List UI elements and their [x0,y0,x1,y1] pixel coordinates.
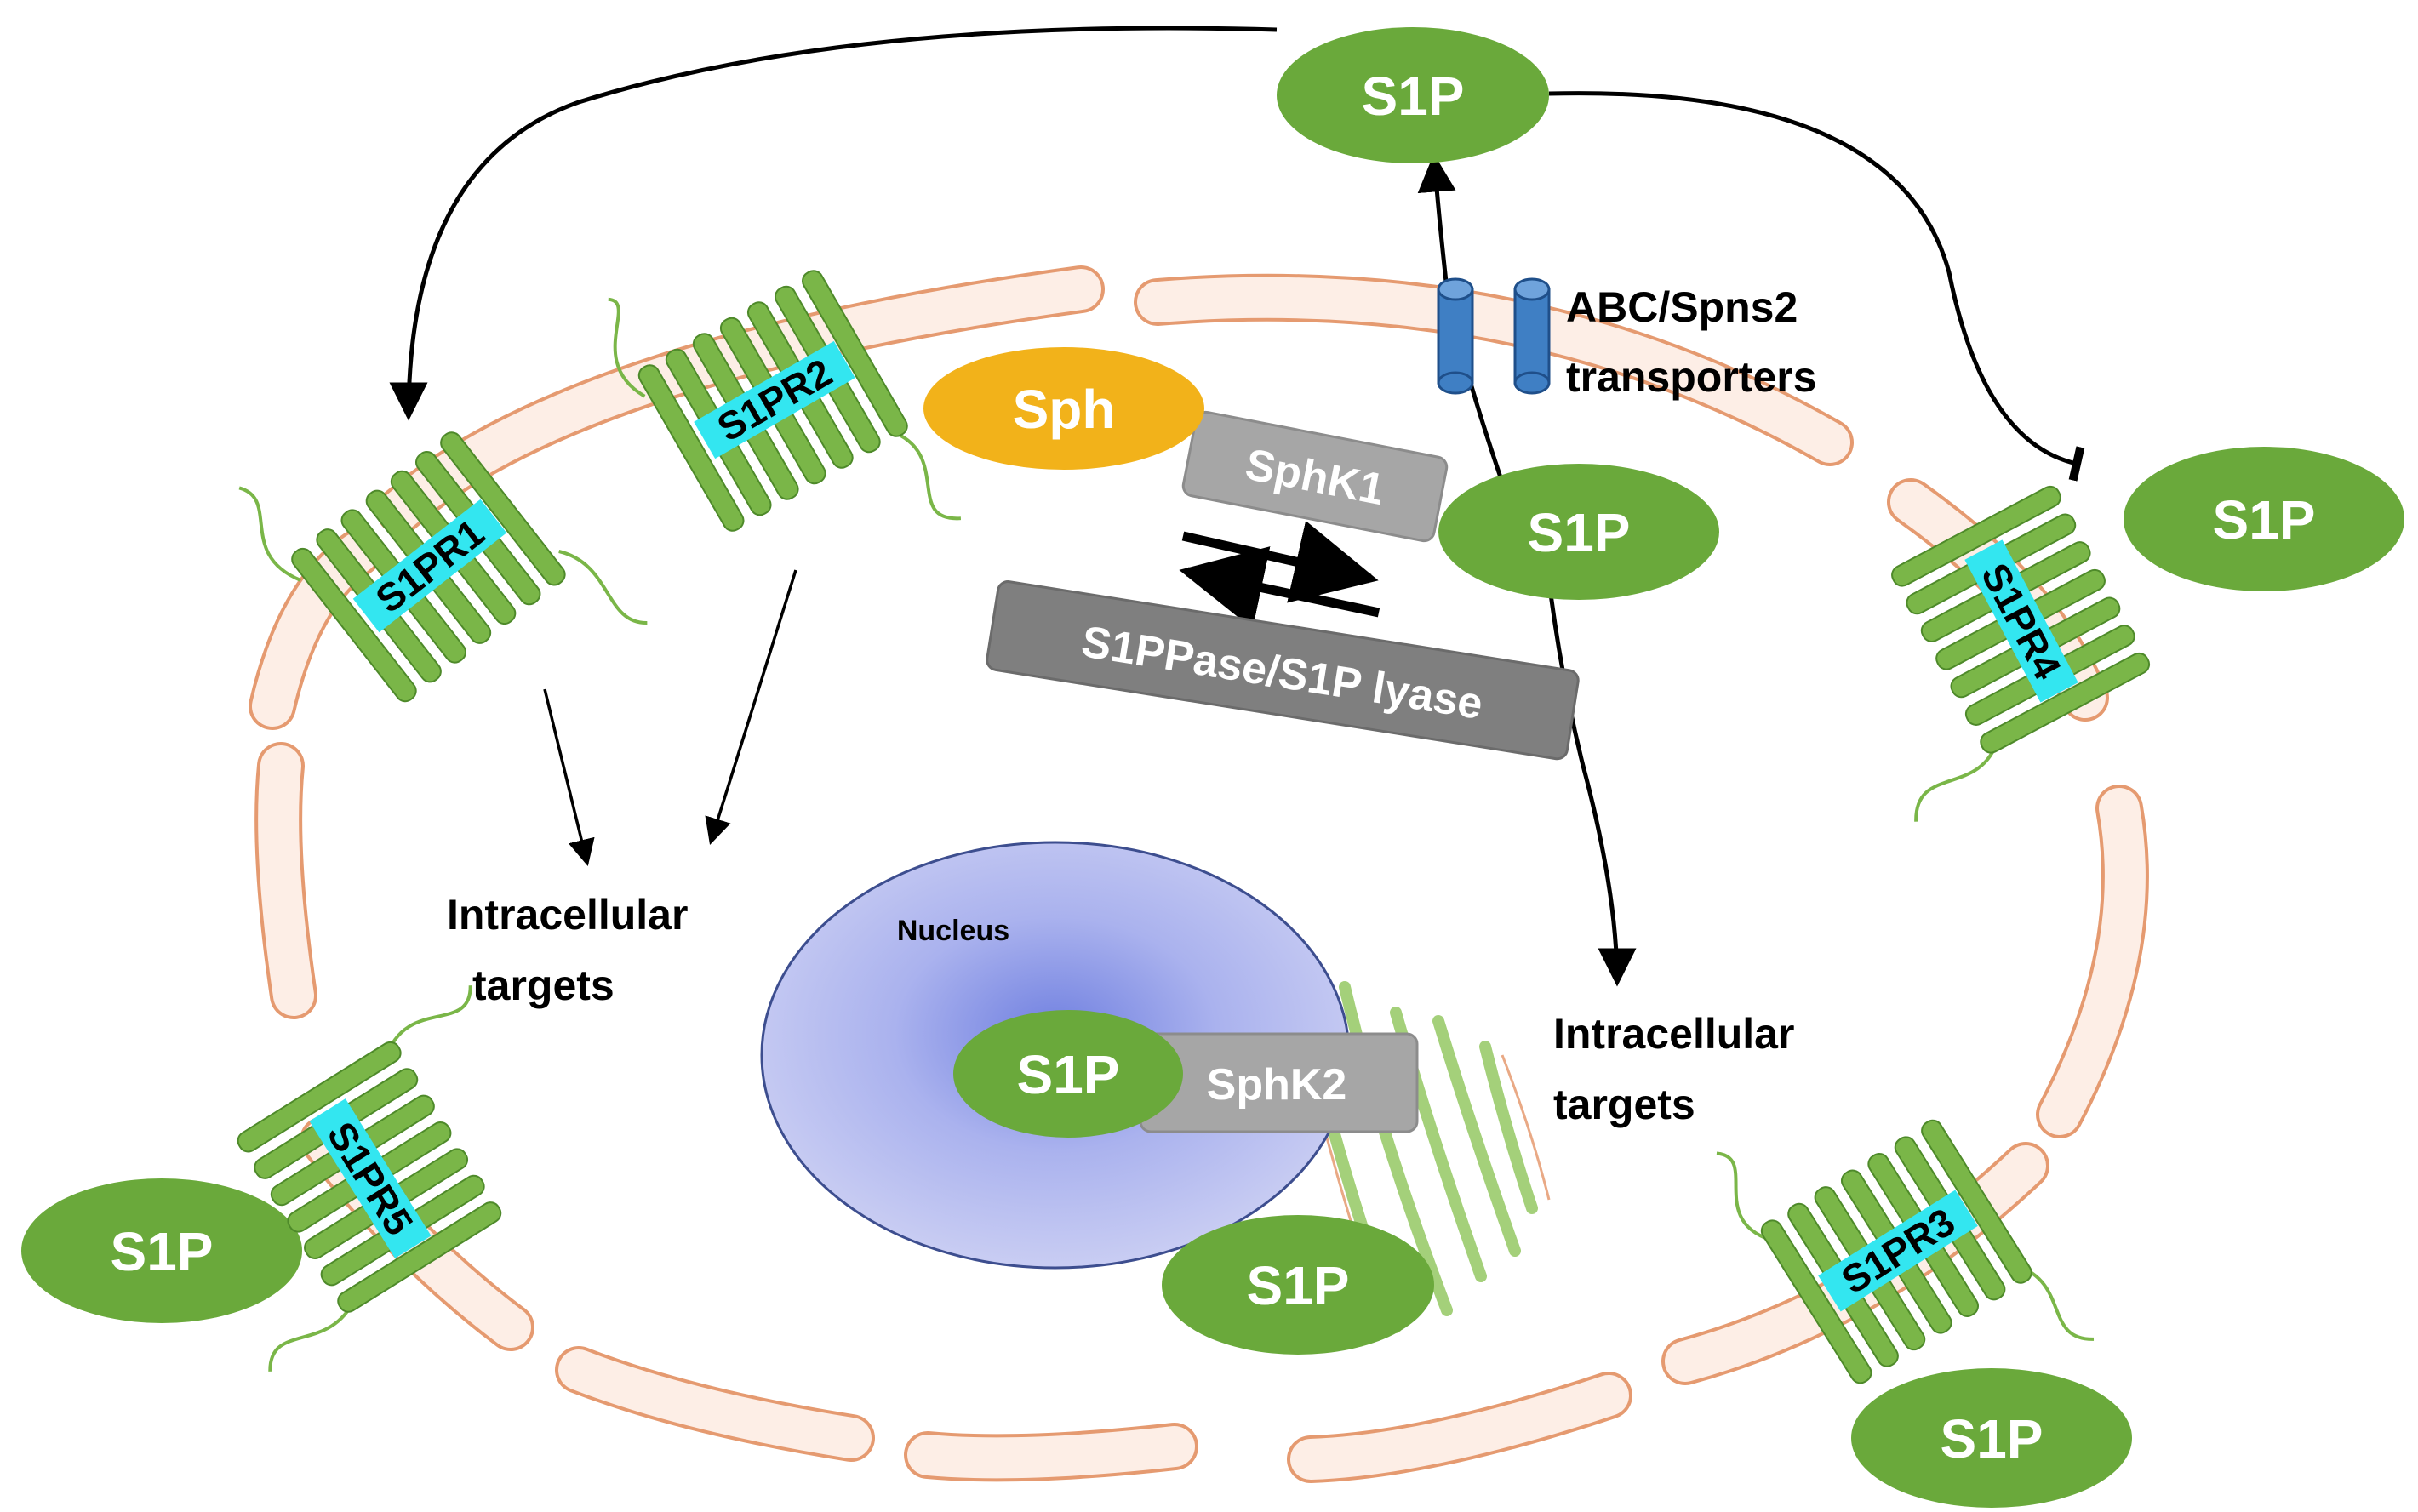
s1p-intracellular-sphk1: S1P [1438,464,1719,600]
intracellular-targets-left-line1: Intracellular [447,891,688,939]
arrow-s1pr2-to-targets [705,569,797,846]
receptor-s1pr1: S1PR1 [238,431,648,703]
arrow-s1pr1-to-targets [543,688,595,867]
s1ppase-lyase-enzyme: S1PPase/S1P lyase [986,580,1580,761]
sph-molecule: Sph [923,347,1204,470]
intracellular-targets-right-line1: Intracellular [1553,1010,1794,1058]
arrow-s1p-to-s1pr4 [1548,91,2085,482]
receptor-loops [1716,1151,2095,1341]
transporter-label-line2: transporters [1566,353,1817,401]
receptor-s1pr5: S1PR5 [237,985,502,1372]
transporter-cylinder-right [1513,277,1551,395]
nucleus-label: Nucleus [897,915,1009,947]
abc-spns2-transporter [1437,277,1551,395]
receptor-loops [1914,739,2000,822]
s1p-golgi: S1P [1162,1215,1434,1355]
receptor-s1pr4: S1PR4 [1891,485,2151,822]
sphk1-enzyme: SphK1 [1181,410,1449,543]
s1p-label: S1P [1528,502,1631,563]
receptor-loops [268,985,472,1372]
s1p-label: S1P [1247,1255,1350,1316]
receptor-s1pr3: S1PR3 [1716,1119,2095,1384]
s1p-bound-s1pr5: S1P [21,1178,302,1323]
receptors: S1PR1 S1PR2 [237,270,2151,1384]
transporter-label-line1: ABC/Spns2 [1566,283,1798,331]
arrow-s1p-to-intracellular-targets [1542,544,1637,987]
transporter-cylinder-left [1437,277,1474,395]
s1p-label: S1P [1017,1044,1120,1105]
equilibrium-arrows [1179,520,1380,630]
s1p-nuclear: S1P [953,1010,1183,1138]
arrow-s1p-to-s1pr1 [389,26,1278,421]
receptor-loops [238,486,648,625]
s1p-label: S1P [1941,1408,2044,1469]
receptor-loops [608,297,962,521]
sphk2-enzyme: SphK2 [1139,1032,1419,1133]
s1p-bound-s1pr4: S1P [2124,447,2404,591]
receptor-s1pr2: S1PR2 [608,270,962,532]
intracellular-targets-right-line2: targets [1553,1081,1695,1128]
intracellular-targets-left-line2: targets [472,961,615,1009]
s1p-bound-s1pr3: S1P [1851,1368,2132,1508]
s1p-extracellular-top: S1P [1277,27,1549,163]
s1p-label: S1P [1362,66,1465,127]
s1p-label: S1P [2213,489,2316,551]
s1p-molecules: S1P S1P S1P S1P S1P S1P S1P [21,27,2404,1508]
s1p-label: S1P [111,1221,214,1282]
sph-label: Sph [1013,379,1116,440]
sphk2-label: SphK2 [1207,1060,1347,1110]
